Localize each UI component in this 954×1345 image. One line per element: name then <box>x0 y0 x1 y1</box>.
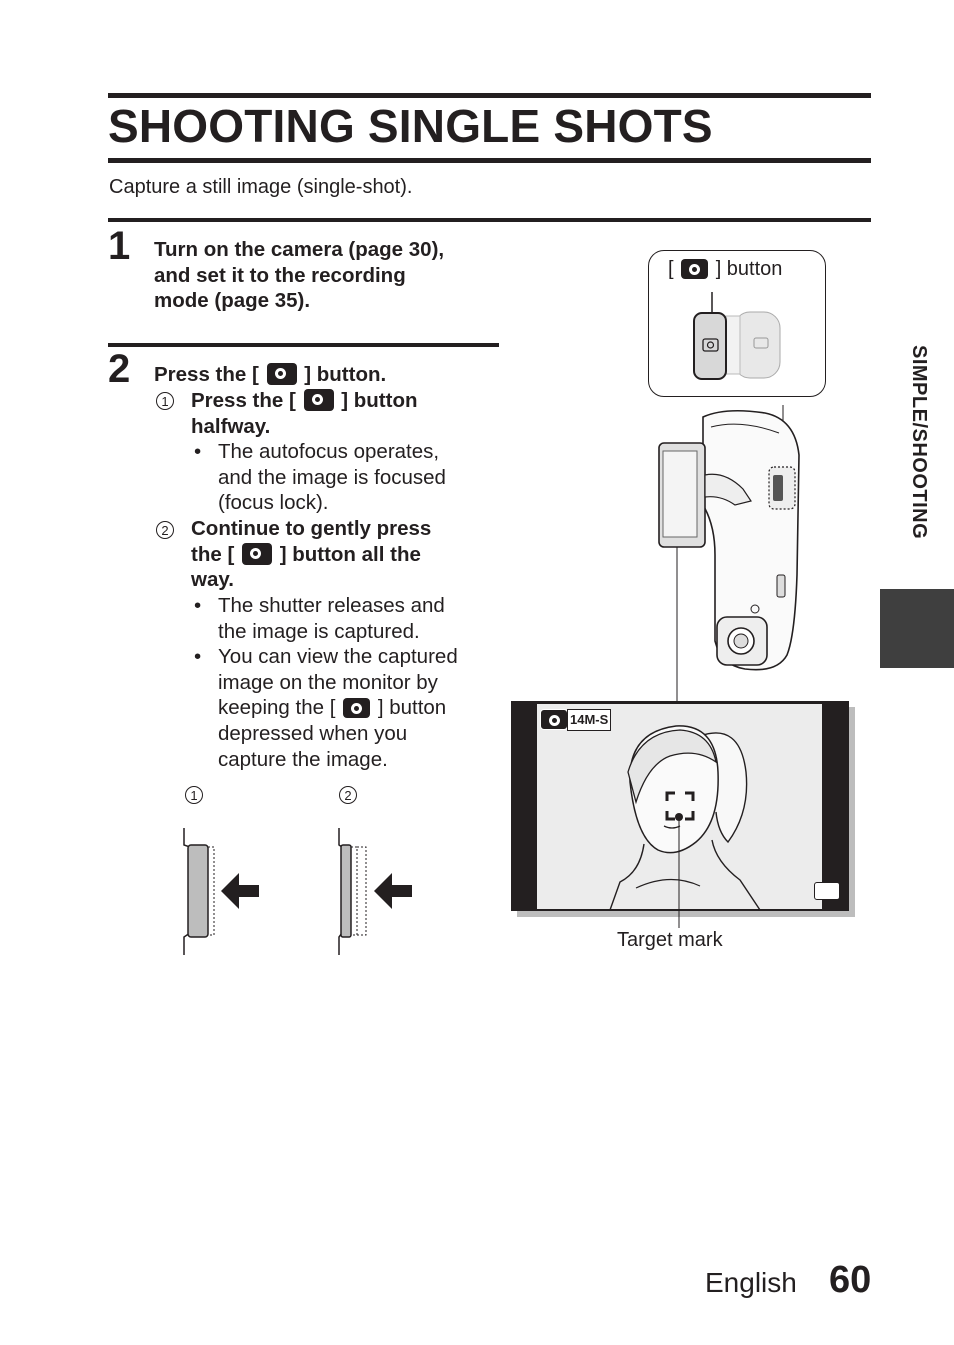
bullet-line: (focus lock). <box>218 491 329 515</box>
step2-number: 2 <box>108 347 131 391</box>
bullet-line: The autofocus operates, <box>218 440 440 463</box>
press-halfway-diagram <box>183 828 259 955</box>
substep1-pre: Press the [ <box>191 389 296 412</box>
circled-number: 2 <box>339 786 357 804</box>
step1-line: mode (page 35). <box>154 289 311 313</box>
target-mark-label: Target mark <box>617 929 723 951</box>
arrow-left-icon <box>221 873 259 909</box>
substep2-line1: Continue to gently press <box>191 517 432 540</box>
substep2-bullet2-text: You can view the captured image on the m… <box>218 644 458 773</box>
bullet-line: and the image is focused <box>218 465 446 489</box>
substep1-line: Press the [ ] button <box>191 388 418 414</box>
button-callout-box <box>648 250 826 397</box>
step2-heading: Press the [ ] button. <box>154 362 386 388</box>
camera-icon <box>266 363 297 385</box>
press-fully-diagram <box>338 828 412 955</box>
step1-rule <box>108 218 871 222</box>
substep1-bullet: • <box>194 440 202 463</box>
section-side-tab: SIMPLE/SHOOTING <box>908 345 930 540</box>
substep2-bullet1-text: The shutter releases and the image is ca… <box>218 593 445 644</box>
bullet-line: capture the image. <box>218 747 388 771</box>
title-top-rule <box>108 93 871 98</box>
side-tab-marker <box>880 589 954 668</box>
substep1-post: ] button <box>341 389 418 412</box>
bullet2-post: ] button <box>377 696 447 720</box>
substep1-marker: 1 <box>156 392 174 411</box>
footer-language: English <box>705 1267 797 1298</box>
substep2-bullet: • <box>194 594 202 617</box>
step2-heading-post: ] button. <box>304 363 387 386</box>
substep2-text: Continue to gently press the [ ] button … <box>191 516 431 593</box>
still-mode-icon <box>538 709 570 731</box>
bullet-line: the image is captured. <box>218 619 420 643</box>
step1-line: Turn on the camera (page 30), <box>154 238 445 261</box>
step1-text: Turn on the camera (page 30), and set it… <box>154 237 444 314</box>
resolution-badge: 14M-S <box>567 709 612 731</box>
target-mark-icon <box>665 791 695 821</box>
substep1-bullet-text: The autofocus operates, and the image is… <box>218 439 446 516</box>
step1-number: 1 <box>108 224 131 268</box>
substep2-marker: 2 <box>156 521 174 540</box>
camera-icon <box>540 709 568 730</box>
title-bottom-rule <box>108 158 871 163</box>
substep2-post: ] button all the <box>279 542 421 566</box>
step2-rule <box>108 343 499 347</box>
substep2-pre: the [ <box>191 542 235 566</box>
page-subtitle: Capture a still image (single-shot). <box>109 176 413 198</box>
bullet-line: The shutter releases and <box>218 594 445 617</box>
step2-heading-pre: Press the [ <box>154 363 259 386</box>
diagram-marker-1: 1 <box>185 786 203 805</box>
portrait-illustration <box>609 725 761 910</box>
mode-switch-closeup <box>693 292 781 380</box>
circled-number: 1 <box>185 786 203 804</box>
bullet2-pre: keeping the [ <box>218 696 336 720</box>
bullet-line: depressed when you <box>218 722 408 746</box>
substep2-line3: way. <box>191 568 234 592</box>
substep2-line2: the [ ] button all the <box>191 542 431 568</box>
arrow-left-icon <box>374 873 412 909</box>
callout-post: ] button <box>715 258 783 280</box>
page-title: SHOOTING SINGLE SHOTS <box>108 100 713 152</box>
substep1-line2: halfway. <box>191 414 271 438</box>
step1-line: and set it to the recording <box>154 263 406 287</box>
camera-icon <box>681 259 709 279</box>
camera-icon <box>343 698 371 719</box>
bullet-line: You can view the captured <box>218 645 458 668</box>
diagram-marker-2: 2 <box>339 786 357 805</box>
substep1-text: Press the [ ] button halfway. <box>191 388 418 439</box>
bullet-line: keeping the [ ] button <box>218 695 458 721</box>
button-callout-label: [ ] button <box>668 256 782 282</box>
substep2-bullet: • <box>194 645 202 668</box>
callout-pre: [ <box>668 258 674 280</box>
circled-number: 1 <box>156 392 174 410</box>
camera-icon <box>303 389 334 411</box>
page-number: 60 <box>829 1259 872 1301</box>
circled-number: 2 <box>156 521 174 539</box>
bullet-line: image on the monitor by <box>218 670 438 694</box>
target-mark-leader <box>675 813 683 928</box>
camera-icon <box>241 542 272 565</box>
battery-icon <box>814 882 840 900</box>
camera-illustration <box>658 405 800 701</box>
